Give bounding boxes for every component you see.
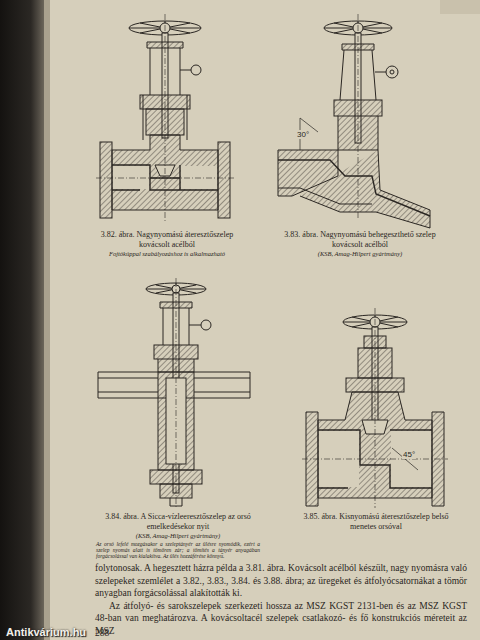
angle-label: 45° <box>402 450 416 459</box>
watermark: Antikvárium.hu <box>6 626 86 638</box>
body-text: folytonosak. A hegesztett házra példa a … <box>95 562 467 600</box>
caption-note: Fojtókúppal szabályozáshoz is alkalmazha… <box>100 250 234 258</box>
body-text: Az átfolyó- és sarokszelepek szerkezeti … <box>95 600 467 638</box>
caption-source: (KSB, Amag-Hilpert gyártmány) <box>96 532 260 540</box>
angle-label: 30° <box>296 130 310 139</box>
page-number: 288 <box>95 628 109 639</box>
figure-caption: 3.85. ábra. Kisnyomású áteresztőszelep b… <box>300 512 452 531</box>
caption-source: (KSB, Amag-Hilpert gyártmány) <box>280 250 440 258</box>
caption-note: Az orsó lefelé mozgásakor a szeleptányér… <box>96 541 260 560</box>
figure-caption: 3.82. ábra. Nagynyomású áteresztőszelep … <box>100 230 234 249</box>
figure-caption: 3.83. ábra. Nagynyomású behegeszthető sz… <box>280 230 440 249</box>
figure-caption: 3.84. ábra. A Sicca-vízleeresztőszelep a… <box>96 512 260 531</box>
